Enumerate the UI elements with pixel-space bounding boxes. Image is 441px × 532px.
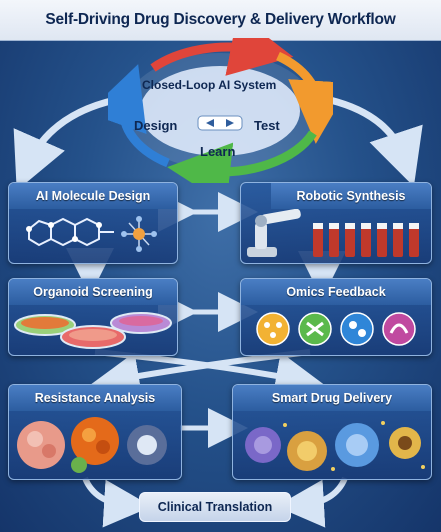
loop-design-label: Design xyxy=(134,118,178,133)
robotic-synthesis-box: Robotic Synthesis xyxy=(240,182,432,264)
arrow-loop-to-synthesis xyxy=(329,96,423,187)
cell-cluster-icon xyxy=(17,417,167,473)
ai-molecule-design-box: AI Molecule Design xyxy=(8,182,178,264)
ai-molecule-design-title: AI Molecule Design xyxy=(9,183,177,209)
petri-dish-icon xyxy=(14,312,172,349)
robotic-synthesis-title: Robotic Synthesis xyxy=(271,183,431,209)
molecule-structure-icon xyxy=(26,216,157,252)
closed-loop-cycle: Closed-Loop AI System Design Test Learn xyxy=(108,38,333,183)
resistance-analysis-box: Resistance Analysis xyxy=(8,384,182,480)
organoid-screening-title: Organoid Screening xyxy=(9,279,177,305)
resistance-analysis-title: Resistance Analysis xyxy=(9,385,181,411)
omics-feedback-box: Omics Feedback xyxy=(240,278,432,356)
nanoparticles-icon xyxy=(245,421,425,471)
organoid-screening-box: Organoid Screening xyxy=(8,278,178,356)
cycle-arrows-icon xyxy=(108,38,333,183)
smart-drug-delivery-box: Smart Drug Delivery xyxy=(232,384,432,480)
omics-icons xyxy=(256,312,416,346)
loop-learn-label: Learn xyxy=(200,144,236,159)
omics-feedback-title: Omics Feedback xyxy=(241,279,431,305)
arrow-resistance-to-clinical xyxy=(82,476,152,528)
smart-drug-delivery-title: Smart Drug Delivery xyxy=(233,385,431,411)
page-title: Self-Driving Drug Discovery & Delivery W… xyxy=(0,0,441,41)
loop-center-label: Closed-Loop AI System xyxy=(142,78,277,92)
robot-arm-icon xyxy=(247,209,419,257)
clinical-translation-box: Clinical Translation xyxy=(139,492,291,522)
loop-test-label: Test xyxy=(254,118,280,133)
arrow-delivery-to-clinical xyxy=(276,476,348,528)
arrow-loop-to-design xyxy=(13,96,116,191)
